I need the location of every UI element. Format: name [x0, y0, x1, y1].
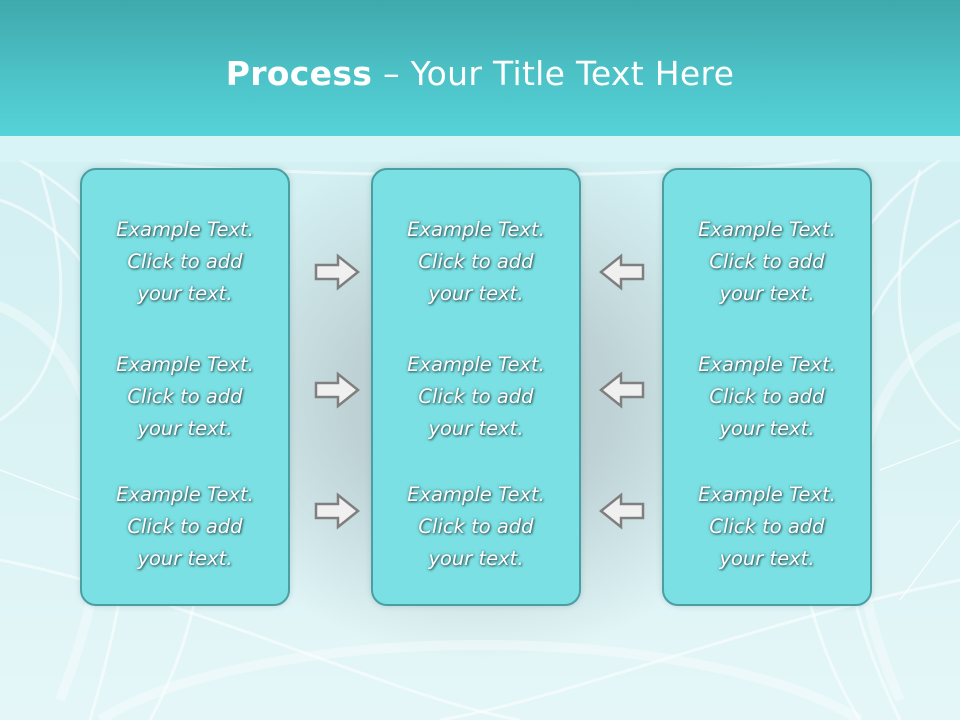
- title-bold: Process: [225, 54, 373, 93]
- right-arrow-icon: [314, 371, 361, 409]
- text-placeholder[interactable]: Example Text. Click to add your text.: [407, 218, 545, 305]
- left-arrow-icon: [598, 253, 645, 291]
- text-placeholder[interactable]: Example Text. Click to add your text.: [116, 483, 254, 570]
- text-placeholder[interactable]: Example Text. Click to add your text.: [698, 483, 836, 570]
- center-column-box[interactable]: Example Text. Click to add your text. Ex…: [371, 168, 581, 606]
- text-placeholder[interactable]: Example Text. Click to add your text.: [407, 353, 545, 440]
- right-column-box[interactable]: Example Text. Click to add your text. Ex…: [662, 168, 872, 606]
- left-column-box[interactable]: Example Text. Click to add your text. Ex…: [80, 168, 290, 606]
- left-arrow-icon: [598, 492, 645, 530]
- title-bar: [0, 0, 960, 136]
- slide-title[interactable]: Process – Your Title Text Here: [0, 54, 960, 93]
- left-arrow-icon: [598, 371, 645, 409]
- text-placeholder[interactable]: Example Text. Click to add your text.: [116, 353, 254, 440]
- right-arrow-icon: [314, 253, 361, 291]
- right-arrow-icon: [314, 492, 361, 530]
- title-rest: – Your Title Text Here: [372, 54, 735, 93]
- text-placeholder[interactable]: Example Text. Click to add your text.: [116, 218, 254, 305]
- text-placeholder[interactable]: Example Text. Click to add your text.: [698, 218, 836, 305]
- title-underband: [0, 136, 960, 162]
- text-placeholder[interactable]: Example Text. Click to add your text.: [407, 483, 545, 570]
- text-placeholder[interactable]: Example Text. Click to add your text.: [698, 353, 836, 440]
